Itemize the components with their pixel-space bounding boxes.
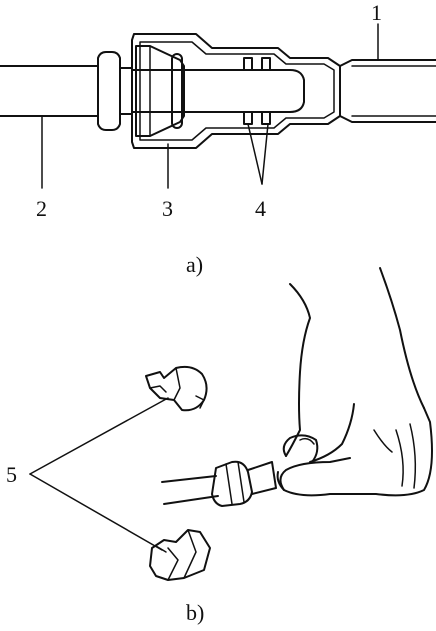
- clip-ring: [171, 53, 183, 129]
- label-5: 5: [6, 462, 17, 487]
- hose-flange: [97, 51, 121, 131]
- label-2: 2: [36, 196, 47, 221]
- steel-pipe: [339, 59, 436, 123]
- label-3: 3: [162, 196, 173, 221]
- pipe-with-connector: [161, 460, 277, 507]
- leader-4b: [261, 123, 269, 185]
- o-rings: [243, 57, 271, 125]
- tube-end: [289, 69, 305, 113]
- hose: [0, 65, 99, 117]
- retaining-clip: [135, 45, 185, 137]
- hand: [276, 267, 433, 497]
- leader-5a: [29, 397, 169, 475]
- caption-b: b): [186, 600, 205, 625]
- leader-4a: [247, 123, 263, 185]
- leader-5b: [29, 473, 163, 551]
- label-1: 1: [371, 0, 382, 25]
- caption-a: a): [186, 252, 204, 277]
- label-4: 4: [255, 196, 266, 221]
- housing-inner: [139, 41, 335, 141]
- clip-part-top: [145, 365, 208, 412]
- clip-part-bottom: [149, 529, 211, 581]
- panel-a-drawing: [0, 23, 436, 189]
